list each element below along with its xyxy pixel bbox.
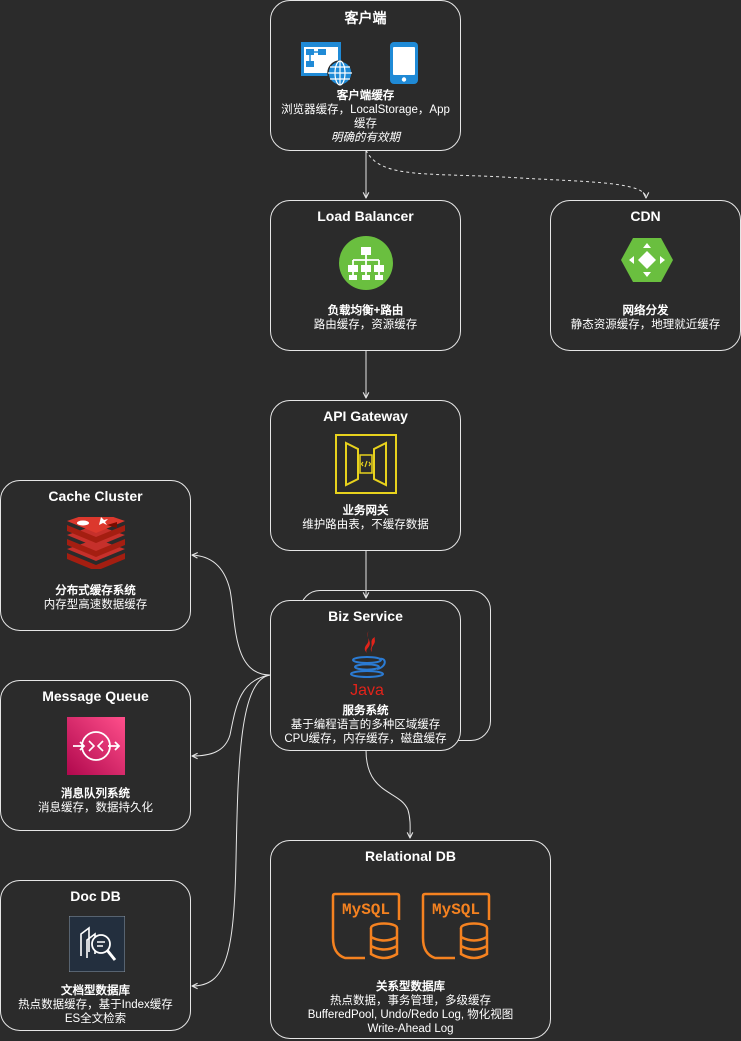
message-queue-node[interactable]: Message Queue 消息队列系统 消息缓存，数据持久化 [0, 680, 191, 831]
node-detail: 静态资源缓存，地理就近缓存 [570, 319, 721, 331]
node-heading: 业务网关 [342, 505, 389, 517]
web-app-globe-icon [300, 41, 354, 92]
load-balancer-node[interactable]: Load Balancer 负载均衡+路由 路由缓存，资源缓存 [270, 200, 461, 351]
node-title: Biz Service [328, 608, 403, 624]
node-title: CDN [630, 208, 661, 224]
node-heading: 客户端缓存 [336, 90, 395, 102]
node-description: 服务系统 基于编程语言的多种区域缓存 CPU缓存，内存缓存，磁盘缓存 [273, 704, 458, 746]
node-title: Load Balancer [317, 208, 414, 224]
node-detail: 消息缓存，数据持久化 [38, 802, 153, 814]
biz-service-node[interactable]: Biz Service Java 服务系统 基于编程语言的多种区域缓存 CPU缓… [270, 600, 461, 751]
node-description: 业务网关 维护路由表，不缓存数据 [273, 504, 458, 532]
node-heading: 负载均衡+路由 [327, 305, 404, 317]
node-note: 明确的有效期 [331, 132, 400, 144]
node-title: Doc DB [70, 888, 121, 904]
cdn-hexagon-icon [620, 237, 674, 288]
node-description: 客户端缓存 浏览器缓存，LocalStorage，App 缓存 明确的有效期 [273, 89, 458, 145]
edge-biz-rdb [365, 749, 410, 838]
document-search-icon [68, 915, 126, 977]
node-heading: 关系型数据库 [376, 981, 445, 993]
mobile-phone-icon [389, 41, 419, 90]
mysql-database-icon: MySQL [421, 892, 491, 967]
node-detail: 基于编程语言的多种区域缓存 [290, 719, 441, 731]
node-heading: 服务系统 [342, 705, 389, 717]
node-detail: CPU缓存，内存缓存，磁盘缓存 [284, 733, 447, 745]
node-detail: Write-Ahead Log [367, 1023, 454, 1035]
node-heading: 消息队列系统 [61, 788, 130, 800]
relational-db-node[interactable]: Relational DB MySQL MySQL 关系型数据库 热点数据，事务… [270, 840, 551, 1039]
doc-db-node[interactable]: Doc DB 文档型数据库 热点数据缓存，基于Index缓存 ES全文检索 [0, 880, 191, 1031]
node-heading: 分布式缓存系统 [55, 585, 136, 597]
mysql-label: MySQL [342, 901, 390, 919]
redis-icon [65, 511, 127, 574]
node-description: 消息队列系统 消息缓存，数据持久化 [3, 787, 188, 815]
mysql-label: MySQL [432, 901, 480, 919]
mysql-database-icon: MySQL [331, 892, 401, 967]
node-heading: 文档型数据库 [61, 985, 130, 997]
api-gateway-icon [334, 433, 398, 500]
node-description: 分布式缓存系统 内存型高速数据缓存 [3, 584, 188, 612]
api-gateway-node[interactable]: API Gateway 业务网关 维护路由表，不缓存数据 [270, 400, 461, 551]
node-description: 关系型数据库 热点数据，事务管理，多级缓存 BufferedPool, Undo… [273, 980, 548, 1036]
edge-biz-docdb [192, 674, 271, 986]
node-title: Relational DB [364, 848, 456, 864]
node-description: 文档型数据库 热点数据缓存，基于Index缓存 ES全文检索 [3, 984, 188, 1026]
node-description: 网络分发 静态资源缓存，地理就近缓存 [553, 304, 738, 332]
node-detail: 浏览器缓存，LocalStorage，App [281, 104, 450, 116]
node-detail: 维护路由表，不缓存数据 [302, 519, 429, 531]
node-detail: 缓存 [354, 118, 377, 130]
client-node[interactable]: 客户端 客户端缓存 浏览器缓存，LocalStorage，App 缓存 明确的有… [270, 0, 461, 151]
node-detail: ES全文检索 [64, 1013, 127, 1025]
java-icon: Java [345, 629, 389, 704]
load-balancer-hierarchy-icon [338, 235, 394, 296]
node-title: API Gateway [323, 408, 408, 424]
message-queue-icon [67, 717, 125, 780]
node-title: 客户端 [344, 10, 387, 26]
cache-cluster-node[interactable]: Cache Cluster 分布式缓存系统 内存型高速数据缓存 [0, 480, 191, 631]
java-label: Java [350, 682, 384, 699]
node-detail: 路由缓存，资源缓存 [313, 319, 418, 331]
node-description: 负载均衡+路由 路由缓存，资源缓存 [273, 304, 458, 332]
node-detail: 热点数据缓存，基于Index缓存 [18, 999, 173, 1011]
cdn-node[interactable]: CDN 网络分发 静态资源缓存，地理就近缓存 [550, 200, 741, 351]
edge-biz-mq [192, 674, 271, 756]
edge-biz-cache [192, 555, 271, 676]
edge-client-cdn [365, 149, 646, 198]
node-detail: 热点数据，事务管理，多级缓存 [330, 995, 491, 1007]
node-heading: 网络分发 [622, 305, 669, 317]
node-title: Cache Cluster [48, 488, 143, 504]
node-detail: 内存型高速数据缓存 [43, 599, 148, 611]
node-detail: BufferedPool, Undo/Redo Log, 物化视图 [307, 1009, 514, 1021]
node-title: Message Queue [42, 688, 149, 704]
